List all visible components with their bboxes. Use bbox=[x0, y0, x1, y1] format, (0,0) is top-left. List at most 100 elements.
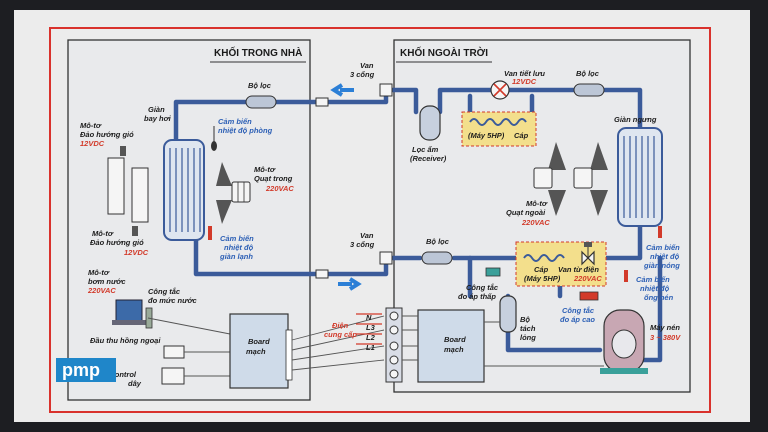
indoor-outdoor-interconnect bbox=[291, 315, 385, 371]
pipe-sensor-label-3: ống nén bbox=[644, 293, 674, 302]
pipe-sensor-label-2: nhiệt độ bbox=[640, 284, 670, 293]
indoor-filter-label: Bộ lọc bbox=[248, 81, 272, 90]
outdoor-title: KHỐI NGOÀI TRỜI bbox=[400, 45, 488, 59]
compressor-label: Máy nén bbox=[650, 323, 680, 332]
pump-motor-label-2: bơm nước bbox=[88, 277, 126, 286]
outdoor-board-label-2: mạch bbox=[444, 345, 464, 354]
coil-sensor-label-2: nhiệt độ bbox=[224, 243, 254, 252]
capillary-top-highlight bbox=[461, 111, 537, 147]
watermark-text: pmp bbox=[62, 360, 100, 380]
liquid-pipe-indoor bbox=[193, 237, 423, 277]
remote-icon bbox=[161, 367, 185, 385]
outdoor-board-output-wires bbox=[484, 321, 604, 367]
outdoor-filter-icon bbox=[573, 83, 605, 97]
room-sensor-label-2: nhiệt độ phòng bbox=[218, 126, 273, 135]
outdoor-board-label-1: Board bbox=[444, 335, 466, 344]
terminal-L1: L1 bbox=[366, 343, 375, 352]
accumulator-label-3: lỏng bbox=[520, 333, 536, 342]
louver-motor-bottom-voltage: 12VDC bbox=[124, 248, 149, 257]
remote-label-2: dây bbox=[128, 379, 142, 388]
power-supply-label-1: Điện bbox=[332, 321, 349, 330]
flow-arrow-right bbox=[338, 277, 362, 291]
solenoid-valve-voltage: 220VAC bbox=[573, 274, 602, 283]
louver-motor-top-label-1: Mô-tơ bbox=[80, 121, 102, 130]
power-supply-label-2: cung cấp bbox=[324, 330, 357, 339]
outdoor-fan-right-icon bbox=[573, 142, 608, 216]
low-pressure-switch-label-2: đo áp thấp bbox=[458, 292, 496, 301]
capillary-top-label-1: (Máy 5HP) bbox=[468, 131, 505, 140]
service-valve-top-label-1: Van bbox=[360, 61, 374, 70]
condenser-label: Giàn ngưng bbox=[614, 115, 657, 124]
outdoor-fan-label-2: Quạt ngoài bbox=[506, 208, 546, 217]
condenser-sensor-label-2: nhiệt độ bbox=[650, 252, 680, 261]
accumulator-icon bbox=[499, 295, 517, 333]
receiver-label-1: Lọc ẩm bbox=[412, 145, 439, 154]
room-sensor-label-1: Cảm biến bbox=[218, 117, 252, 126]
compressor-voltage: 3 ~ 380V bbox=[650, 333, 681, 342]
expansion-valve-voltage: 12VDC bbox=[512, 77, 537, 86]
water-switch-label-1: Công tắc bbox=[148, 287, 181, 296]
indoor-fan-voltage: 220VAC bbox=[265, 184, 294, 193]
condenser-sensor-label-1: Cảm biến bbox=[646, 243, 680, 252]
louver-motor-bottom-icon bbox=[132, 226, 138, 236]
service-valve-bottom bbox=[315, 251, 393, 279]
louver-motor-bottom-label-1: Mô-tơ bbox=[92, 229, 114, 238]
accumulator-label-2: tách bbox=[520, 324, 536, 333]
indoor-board-label-2: mạch bbox=[246, 347, 266, 356]
service-valve-top bbox=[315, 83, 393, 107]
louver-motor-bottom-label-2: Đảo hướng gió bbox=[90, 238, 144, 247]
evaporator-label-2: bay hơi bbox=[144, 114, 172, 123]
service-valve-top-label-2: 3 cổng bbox=[350, 70, 375, 79]
expansion-valve-icon bbox=[490, 80, 510, 100]
indoor-board bbox=[229, 313, 289, 389]
indoor-board-label-1: Board bbox=[248, 337, 270, 346]
solenoid-valve-label: Van từ điện bbox=[558, 265, 599, 274]
high-pressure-switch-icon bbox=[579, 291, 599, 301]
receiver-icon bbox=[419, 105, 441, 141]
terminal-L3: L3 bbox=[366, 323, 376, 332]
power-supply-wires bbox=[356, 313, 382, 345]
low-pressure-switch-icon bbox=[485, 267, 501, 277]
room-sensor-icon bbox=[211, 141, 217, 151]
outdoor-fan-left-icon bbox=[533, 142, 566, 216]
liquid-filter-label: Bộ lọc bbox=[426, 237, 450, 246]
pump-motor-label-1: Mô-tơ bbox=[88, 268, 110, 277]
outdoor-fan-voltage: 220VAC bbox=[521, 218, 550, 227]
outdoor-board-wires bbox=[402, 315, 418, 361]
capillary-bottom-coil bbox=[523, 254, 565, 262]
water-switch-label-2: đo mức nước bbox=[148, 296, 197, 305]
outdoor-filter-label: Bộ lọc bbox=[576, 69, 600, 78]
capillary-bottom-label-1: Cáp bbox=[534, 265, 549, 274]
outer-frame bbox=[49, 27, 711, 413]
service-valve-bottom-label-1: Van bbox=[360, 231, 374, 240]
indoor-wires-left bbox=[184, 351, 230, 377]
expansion-valve-label: Van tiết lưu bbox=[504, 69, 545, 78]
capillary-top-coil bbox=[469, 118, 527, 126]
indoor-fan-label-2: Quạt trong bbox=[254, 174, 293, 183]
coil-sensor-icon bbox=[208, 226, 212, 240]
pipe-sensor-label-1: Cảm biến bbox=[636, 275, 670, 284]
louver-motor-top-label-2: Đảo hướng gió bbox=[80, 130, 134, 139]
solenoid-valve-icon bbox=[581, 242, 595, 266]
compressor-icon bbox=[600, 309, 648, 374]
accumulator-label-1: Bộ bbox=[520, 315, 530, 324]
indoor-fan-label-1: Mô-tơ bbox=[254, 165, 276, 174]
louver-motor-top-icon bbox=[120, 146, 126, 156]
capillary-bottom-label-2: (Máy 5HP) bbox=[524, 274, 561, 283]
remote-label-1: ote Control bbox=[96, 370, 137, 379]
ir-receiver-icon bbox=[163, 345, 185, 359]
terminal-N: N bbox=[366, 313, 372, 322]
terminal-L2: L2 bbox=[366, 333, 376, 342]
condenser-coil bbox=[617, 127, 663, 227]
pipe-sensor-icon bbox=[624, 270, 628, 282]
pipe-compressor-discharge bbox=[637, 255, 663, 363]
indoor-fan-icon bbox=[216, 162, 251, 224]
terminal-screws bbox=[389, 311, 399, 379]
liquid-filter-icon bbox=[421, 251, 453, 265]
outdoor-board bbox=[417, 309, 485, 383]
indoor-title: KHỐI TRONG NHÀ bbox=[214, 45, 302, 59]
condenser-sensor-label-3: giàn nóng bbox=[643, 261, 680, 270]
indoor-filter-icon bbox=[245, 95, 277, 109]
pump-icon bbox=[112, 299, 146, 325]
pipe-to-receiver bbox=[383, 87, 419, 115]
